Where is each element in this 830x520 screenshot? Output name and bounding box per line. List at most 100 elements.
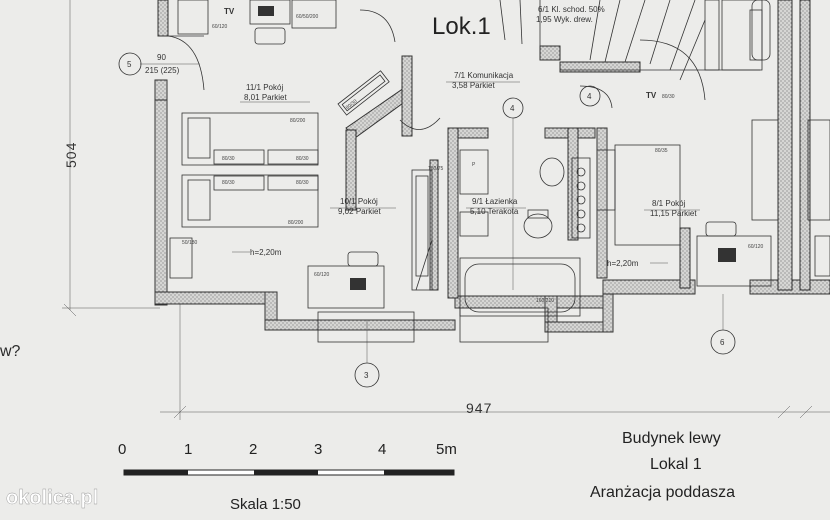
bathroom: 160/210 P (459, 149, 591, 317)
svg-text:11,15 Parkiet: 11,15 Parkiet (650, 209, 697, 218)
ceiling-height: h=2,20m (607, 259, 639, 268)
furniture-label: 80/30 (296, 156, 309, 162)
room-floor: Parkiet (262, 93, 288, 102)
ceiling-height: h=2,20m (250, 248, 282, 257)
furniture-label: 80/30 (222, 156, 235, 162)
width-dimension: 947 (160, 300, 830, 420)
furniture-label: 60/120 (212, 24, 228, 30)
door-arc (359, 9, 396, 43)
room-id: 9/1 (472, 197, 484, 206)
room-name: Łazienka (485, 197, 518, 206)
room-label-8-1: 8/1 Pokój 11,15 Parkiet (644, 199, 700, 218)
room-name: Pokój (358, 197, 378, 206)
height-dimension: 504 (62, 0, 160, 317)
handwritten-note: w? (0, 343, 21, 360)
svg-text:6/1 Kl. schod. 50%: 6/1 Kl. schod. 50% (538, 5, 605, 14)
svg-text:10/1 Pokój: 10/1 Pokój (340, 197, 378, 206)
room-label-9-1: 9/1 Łazienka 5,10 Terakota (466, 197, 526, 216)
furniture-label: 80/30 (222, 180, 235, 186)
room-name: Komunikacja (467, 71, 513, 80)
room-floor: Parkiet (470, 81, 496, 90)
room-area: 11,15 (650, 209, 670, 218)
furniture-label: 180/75 (428, 166, 444, 172)
furniture-label: 80/200 (288, 220, 304, 226)
section-marker: 4 (502, 97, 524, 290)
door-height: 215 (225) (145, 66, 180, 75)
room-label-10-1: 10/1 Pokój 9,02 Parkiet (330, 197, 396, 216)
tv-label: TV (224, 7, 235, 16)
door-dimension: 90 215 (225) (140, 53, 200, 75)
furniture-label: 60/120 (314, 272, 330, 278)
scale-bar: 0 1 2 3 4 5m Skala 1:50 (118, 441, 457, 513)
furniture-label: 80/30 (296, 180, 309, 186)
beds: 80/200 80/30 80/30 80/200 80/30 80/30 (181, 112, 319, 228)
drawing-description: Aranżacja poddasza (590, 484, 735, 501)
unit-label: Lokal 1 (650, 456, 702, 473)
room-id: 8/1 (652, 199, 664, 208)
svg-text:5,10 Terakota: 5,10 Terakota (470, 207, 519, 216)
svg-text:9,02 Parkiet: 9,02 Parkiet (338, 207, 381, 216)
furniture-label: 80/200 (290, 118, 306, 124)
room-area: 9,02 (338, 207, 354, 216)
svg-text:9/1 Łazienka: 9/1 Łazienka (472, 197, 518, 206)
marker-label: 4 (587, 92, 592, 101)
marker-label: 3 (364, 371, 369, 380)
marker-label: 6 (720, 338, 725, 347)
room-label-6-1: 6/1 Kl. schod. 50% 1,95 Wyk. drew. (536, 5, 605, 24)
scale-tick: 3 (314, 441, 322, 458)
room-8-furniture: 80/35 60/120 h=2,20m TV 80/30 (596, 91, 772, 287)
room-id: 7/1 (454, 71, 466, 80)
room-label-11-1: 11/1 Pokój 8,01 Parkiet (240, 83, 310, 103)
staircase (499, 0, 763, 101)
svg-text:3,58 Parkiet: 3,58 Parkiet (452, 81, 495, 90)
title-block: Budynek lewy Lokal 1 Aranżacja poddasza (590, 430, 735, 501)
room-id: 11/1 (246, 83, 262, 92)
room-name: Kl. schod. 50% (551, 5, 604, 14)
furniture-label: 80/30 (662, 94, 675, 100)
tv-label: TV (646, 91, 657, 100)
height-dimension-label: 504 (63, 142, 79, 168)
right-wardrobes (751, 0, 830, 277)
apartment-title: Lok.1 (432, 13, 491, 40)
svg-text:1,95 Wyk. drew.: 1,95 Wyk. drew. (536, 15, 593, 24)
room-id: 6/1 (538, 5, 550, 14)
marker-label: 5 (127, 60, 132, 69)
room-id: 10/1 (340, 197, 356, 206)
section-marker: 6 (710, 294, 736, 355)
furniture-label: 60/120 (748, 244, 764, 250)
furniture-label: 50/180 (182, 240, 198, 246)
svg-text:8,01 Parkiet: 8,01 Parkiet (244, 93, 287, 102)
room-floor: Wyk. drew. (554, 15, 593, 24)
furniture-label: 160/210 (536, 298, 554, 304)
scale-tick: 0 (118, 441, 126, 458)
svg-text:11/1 Pokój: 11/1 Pokój (246, 83, 283, 92)
svg-text:8/1 Pokój: 8/1 Pokój (652, 199, 686, 208)
width-dimension-label: 947 (466, 400, 492, 416)
building-label: Budynek lewy (622, 430, 721, 447)
room-area: 3,58 (452, 81, 468, 90)
room-area: 5,10 (470, 207, 486, 216)
top-left-furniture: 60/120 60/50/200 TV (167, 0, 337, 91)
walls (154, 0, 830, 333)
section-marker: 5 (118, 52, 142, 76)
room-name: Pokój (665, 199, 685, 208)
svg-text:P: P (472, 162, 476, 168)
room-area: 1,95 (536, 15, 552, 24)
door-width: 90 (157, 53, 166, 62)
desk: 60/120 (307, 251, 385, 309)
door-arc (579, 85, 613, 109)
section-marker: 3 (354, 320, 380, 388)
room-area: 8,01 (244, 93, 260, 102)
scale-tick: 2 (249, 441, 257, 458)
scale-tick: 1 (184, 441, 192, 458)
scale-tick: 5m (436, 441, 457, 458)
furniture-label: 60/50/200 (296, 14, 318, 20)
room-floor: Terakota (488, 207, 519, 216)
room-label-7-1: 7/1 Komunikacja 3,58 Parkiet (446, 71, 520, 90)
room-name: Pokój (263, 83, 283, 92)
scale-label: Skala 1:50 (230, 496, 301, 513)
furniture-label: 80/35 (655, 148, 668, 154)
shelf: 180/75 (411, 166, 444, 291)
svg-text:7/1 Komunikacja: 7/1 Komunikacja (454, 71, 514, 80)
